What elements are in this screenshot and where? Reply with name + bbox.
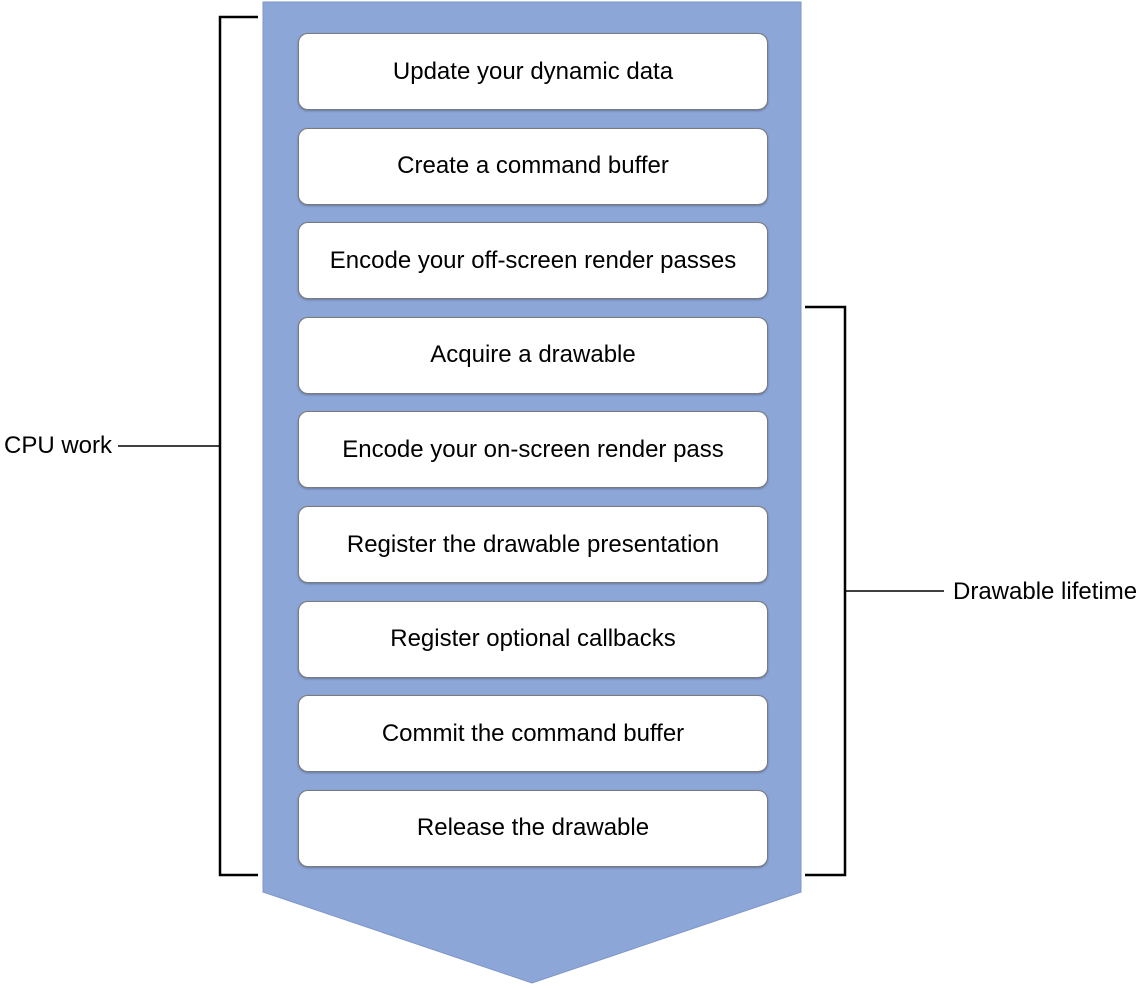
step-label: Encode your off-screen render passes <box>329 246 737 274</box>
step-label: Acquire a drawable <box>430 341 636 369</box>
step-box: Create a command buffer <box>298 127 768 205</box>
step-box: Register optional callbacks <box>298 600 768 678</box>
cpu-work-bracket <box>218 15 258 877</box>
step-label: Commit the command buffer <box>381 719 685 747</box>
step-box: Acquire a drawable <box>298 316 768 394</box>
step-box: Encode your on-screen render pass <box>298 411 768 489</box>
step-label: Register the drawable presentation <box>346 530 720 558</box>
step-box: Register the drawable presentation <box>298 505 768 583</box>
step-label: Encode your on-screen render pass <box>342 436 724 464</box>
step-list: Update your dynamic data Create a comman… <box>298 33 768 867</box>
step-label: Update your dynamic data <box>392 57 674 85</box>
step-label: Release the drawable <box>416 814 650 842</box>
step-box: Release the drawable <box>298 789 768 867</box>
cpu-work-label: CPU work <box>3 432 112 459</box>
step-label: Create a command buffer <box>397 152 669 180</box>
step-label: Register optional callbacks <box>390 625 676 653</box>
step-box: Update your dynamic data <box>298 33 768 110</box>
drawable-lifetime-label: Drawable lifetime <box>953 578 1138 605</box>
step-box: Commit the command buffer <box>298 695 768 773</box>
drawable-lifetime-bracket <box>805 305 847 877</box>
step-box: Encode your off-screen render passes <box>298 222 768 300</box>
